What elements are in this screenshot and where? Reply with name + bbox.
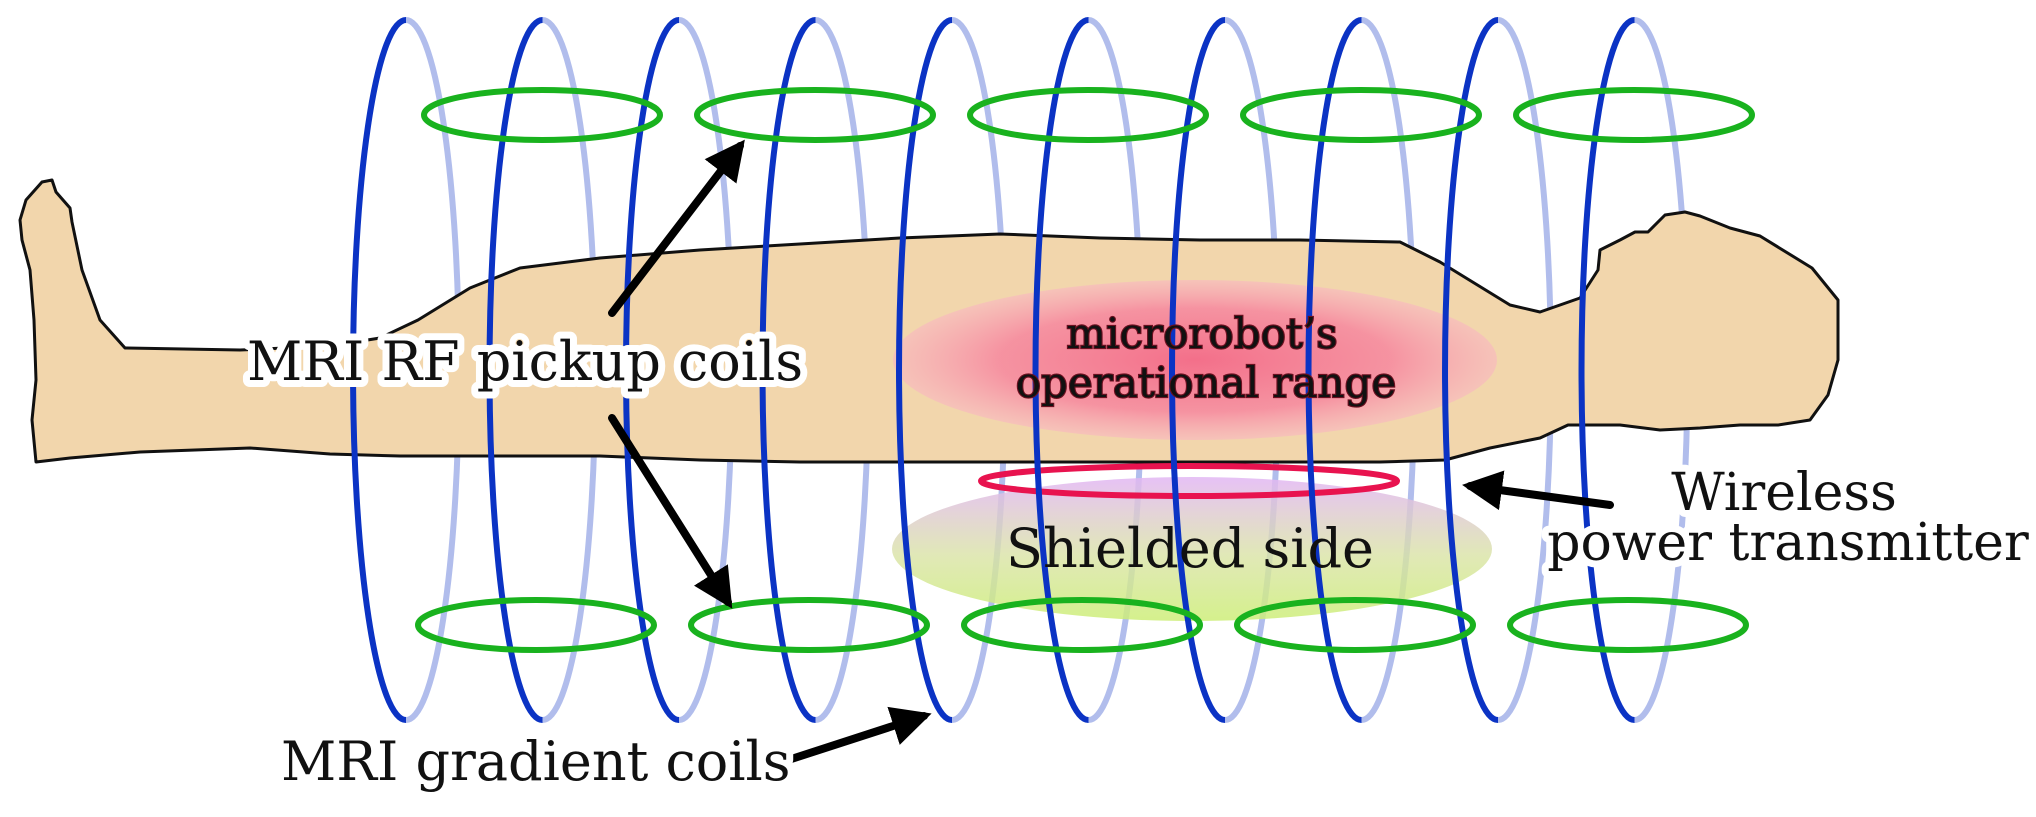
rf-coil-bottom-2 (688, 597, 930, 653)
rf-pickup-coils-label: MRI RF pickup coils (247, 330, 803, 393)
operational-range-region (893, 280, 1497, 440)
rf-coil-top-1 (421, 87, 663, 143)
rf-coil-bottom-5 (1507, 597, 1749, 653)
arrow-transmitter (1462, 470, 1614, 511)
gradient-coil-2 (486, 17, 543, 723)
patient-body (18, 178, 1840, 464)
arrows (608, 139, 1614, 766)
rf-coil-bottom-1 (415, 597, 657, 653)
rf-coil-top-2 (694, 87, 936, 143)
gradient-coil-8 (1305, 17, 1362, 723)
gradient-coil-4 (759, 17, 816, 723)
gradient-coil-3 (623, 17, 680, 723)
transmitter-ring (978, 463, 1400, 499)
gradient-coil-5 (896, 17, 953, 723)
rf-coil-top-5 (1513, 87, 1755, 143)
gradient-coil-6 (1032, 17, 1089, 723)
operational-range-label-line1: microrobot’s (1066, 309, 1337, 358)
gradient-coil-9 (1442, 17, 1499, 723)
rf-coil-bottom-4 (1234, 597, 1476, 653)
rf-coil-top-3 (967, 87, 1209, 143)
transmitter-label-line2: power transmitter (1547, 513, 2029, 573)
arrow-rf-lower (608, 414, 733, 609)
transmitter-label-line1: Wireless (1671, 463, 1897, 523)
rf-coil-top-4 (1240, 87, 1482, 143)
arrow-rf-upper (608, 139, 745, 317)
gradient-coils-front (350, 17, 1635, 723)
arrow-gradient (778, 706, 932, 766)
rf-pickup-coils (415, 87, 1755, 653)
gradient-coil-1 (350, 17, 407, 723)
gradient-coils-label: MRI gradient coils (281, 730, 790, 793)
rf-coil-bottom-3 (961, 597, 1203, 653)
operational-range-label-line2: operational range (1016, 358, 1397, 407)
gradient-coil-10 (1578, 17, 1635, 723)
shielded-side-label: Shielded side (1006, 517, 1374, 580)
gradient-coil-7 (1169, 17, 1226, 723)
